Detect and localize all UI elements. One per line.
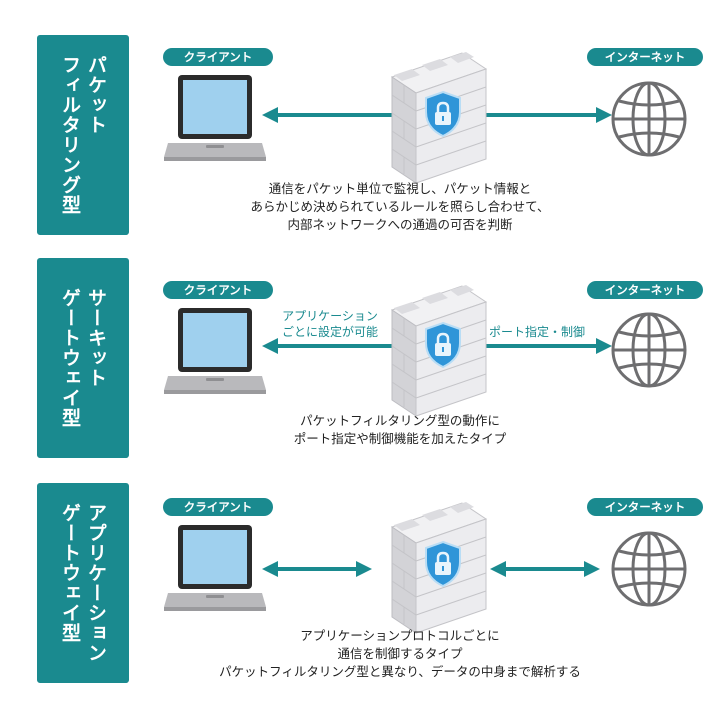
internet-label: インターネット — [587, 48, 703, 66]
description-line: パケットフィルタリング型と異なり、データの中身まで解析する — [219, 664, 581, 679]
client-label: クライアント — [163, 498, 273, 516]
client-label: クライアント — [163, 281, 273, 299]
description: 通信をパケット単位で監視し、パケット情報と あらかじめ決められているルールを照ら… — [180, 180, 620, 234]
left-arrow-label-line: アプリケーション — [282, 309, 378, 323]
side-label-box: アプリケーション ゲートウェイ型 — [37, 483, 129, 683]
side-label-box: サーキット ゲートウェイ型 — [37, 258, 129, 458]
side-label: サーキット ゲートウェイ型 — [59, 288, 107, 428]
side-label: アプリケーション ゲートウェイ型 — [59, 503, 107, 663]
internet-label: インターネット — [587, 281, 703, 299]
side-label: パケット フィルタリング型 — [59, 55, 107, 215]
description-line: 通信を制御するタイプ — [337, 646, 463, 661]
double-arrow-icon — [490, 561, 600, 577]
laptop-icon — [164, 304, 266, 402]
description-line: 内部ネットワークへの通過の可否を判断 — [287, 217, 513, 232]
internet-label: インターネット — [587, 498, 703, 516]
left-arrow-label-line: ごとに設定が可能 — [282, 325, 379, 339]
description: アプリケーションプロトコルごとに 通信を制御するタイプ パケットフィルタリング型… — [180, 627, 620, 681]
description: パケットフィルタリング型の動作に ポート指定や制御機能を加えたタイプ — [180, 412, 620, 448]
globe-icon — [609, 79, 689, 159]
description-line: ポート指定や制御機能を加えたタイプ — [293, 431, 507, 446]
description-line: 通信をパケット単位で監視し、パケット情報と — [268, 181, 532, 196]
description-line: パケットフィルタリング型の動作に — [300, 413, 500, 428]
right-arrow-label: ポート指定・制御 — [489, 325, 586, 339]
side-label-box: パケット フィルタリング型 — [37, 35, 129, 235]
client-label: クライアント — [163, 48, 273, 66]
shield-lock-icon — [423, 90, 463, 138]
double-arrow-icon — [262, 561, 372, 577]
laptop-icon — [164, 71, 266, 169]
row-circuit-gateway: サーキット ゲートウェイ型 クライアント インターネット アプリケーション ごと… — [0, 258, 728, 458]
description-line: アプリケーションプロトコルごとに — [300, 628, 500, 643]
left-arrow-label: アプリケーション ごとに設定が可能 — [282, 308, 378, 340]
laptop-icon — [164, 521, 266, 619]
description-line: あらかじめ決められているルールを照らし合わせて、 — [250, 199, 550, 214]
row-packet-filtering: パケット フィルタリング型 クライアント インターネット 通信をパケット単位で監… — [0, 35, 728, 235]
row-application-gateway: アプリケーション ゲートウェイ型 クライアント インターネット アプリケーション… — [0, 483, 728, 683]
globe-icon — [609, 310, 689, 390]
shield-lock-icon — [423, 540, 463, 588]
shield-lock-icon — [423, 321, 463, 369]
globe-icon — [609, 529, 689, 609]
